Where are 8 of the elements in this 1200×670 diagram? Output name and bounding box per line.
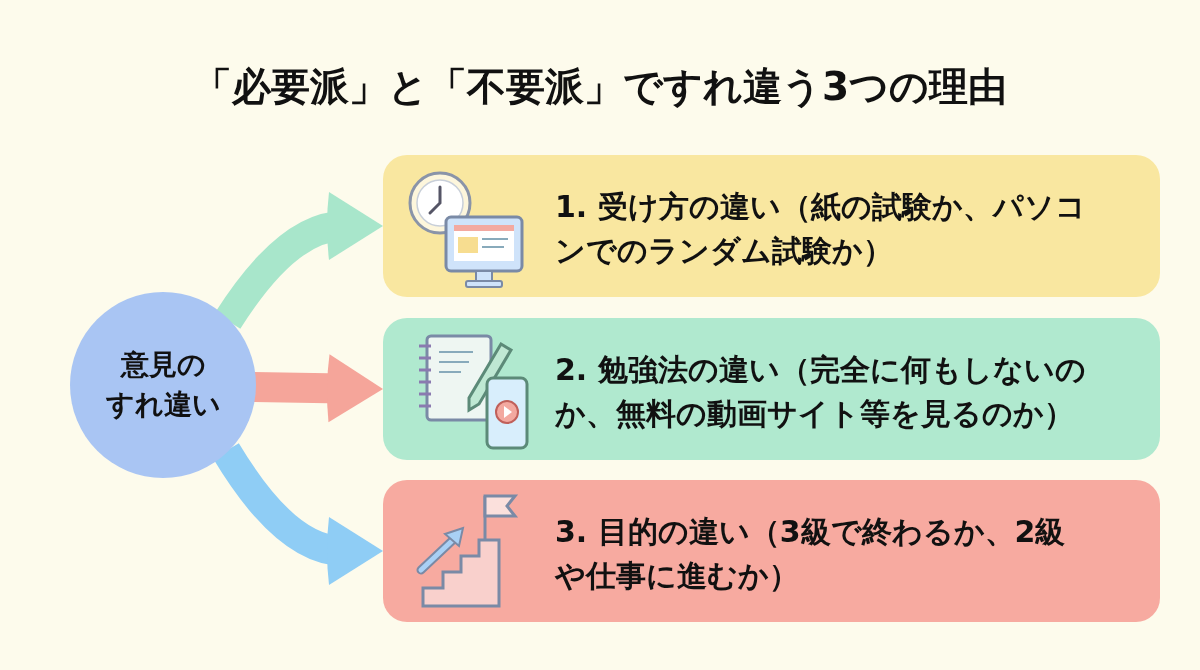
reason-box: [383, 480, 1160, 622]
topic-label: 意見のすれ違い: [104, 347, 222, 423]
title: 「必要派」と「不要派」ですれ違う3つの理由: [192, 64, 1008, 109]
reason-text: 3. 目的の違い（3級で終わるか、2級や仕事に進むか）: [555, 513, 1067, 595]
reason-box: [383, 155, 1160, 297]
reason-text: 2. 勉強法の違い（完全に何もしないのか、無料の動画サイト等を見るのか）: [555, 351, 1087, 433]
reason-box: [383, 318, 1160, 460]
reason-text: 1. 受け方の違い（紙の試験か、パソコンでのランダム試験か）: [555, 188, 1087, 270]
